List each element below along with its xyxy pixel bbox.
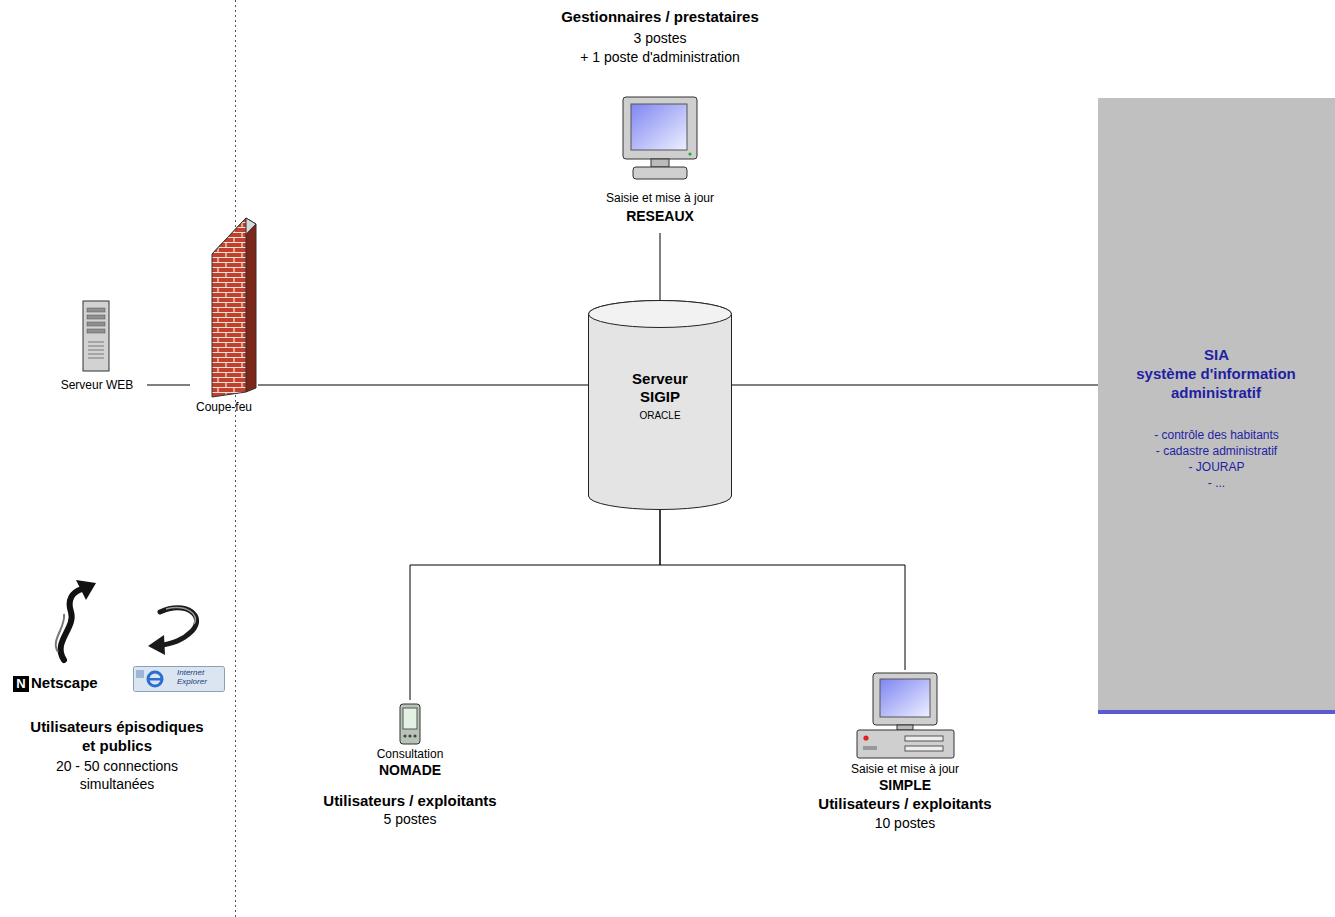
upload-arrow: [56, 580, 96, 660]
count-label: 10 postes: [805, 815, 1005, 832]
group-heading: Utilisateurs / exploitants: [805, 795, 1005, 813]
firewall-label: Coupe-feu: [190, 400, 258, 414]
browser-name: Netscape: [31, 674, 121, 692]
mobile-node: ConsultationNOMADE Utilisateurs / exploit…: [310, 700, 510, 830]
logo-letter: N: [13, 676, 29, 692]
desktop-node: Saisie et mise à jourSIMPLEUtilisateurs …: [805, 670, 1005, 835]
list-item: - JOURAP: [1098, 460, 1335, 474]
role-label: Consultation: [310, 747, 510, 761]
system-name: SIA: [1098, 346, 1335, 364]
station-name: NOMADE: [310, 762, 510, 779]
connector-line: [258, 385, 588, 386]
workstation-node: Gestionnaires / prestataires 3 postes + 1 …: [540, 5, 780, 233]
system-heading: système d'information administratif: [1116, 364, 1316, 402]
boundary-line: [235, 0, 236, 917]
computer-icon: [615, 95, 705, 185]
connector-line: [660, 510, 905, 670]
list-item: - ...: [1098, 476, 1335, 490]
desktop-icon: [853, 672, 958, 760]
group-heading: Utilisateurs épisodiques et publics: [26, 717, 208, 755]
server-icon: [82, 300, 110, 372]
browser-name: Internet Explorer: [177, 668, 222, 686]
database-cylinder: Serveur SIGIP ORACLE: [588, 300, 732, 510]
server-name: Serveur WEB: [47, 378, 147, 392]
public-users-node: NNetscape Internet ExplorerUtilisateurs é…: [10, 585, 225, 800]
group-heading: Utilisateurs / exploitants: [310, 792, 510, 810]
server-name: Serveur SIGIP: [615, 370, 705, 406]
role-label: Saisie et mise à jour: [805, 762, 1005, 776]
list-item: - contrôle des habitants: [1098, 428, 1335, 442]
system-band: SIAsystème d'information administratif - …: [1098, 98, 1335, 714]
count-label: 20 - 50 connections simultanées: [26, 757, 208, 793]
connector-line: [410, 510, 660, 700]
count-label: 3 postes: [540, 30, 780, 47]
group-heading: Gestionnaires / prestataires: [540, 8, 780, 26]
connector-line: [732, 385, 1098, 386]
connector-line: [660, 233, 661, 300]
download-arrow: [148, 608, 197, 655]
firewall-icon: [190, 212, 258, 402]
list-item: - cadastre administratif: [1098, 444, 1335, 458]
station-name: SIMPLE: [805, 777, 1005, 794]
pda-icon: [399, 703, 421, 745]
firewall-node: Coupe-feu: [190, 212, 258, 417]
count-label: + 1 poste d'administration: [540, 49, 780, 66]
database-label: ORACLE: [588, 410, 732, 422]
station-name: RESEAUX: [540, 208, 780, 225]
role-label: Saisie et mise à jour: [540, 191, 780, 205]
connector-line: [147, 385, 190, 386]
count-label: 5 postes: [310, 811, 510, 828]
web-server-node: Serveur WEB: [47, 300, 147, 395]
